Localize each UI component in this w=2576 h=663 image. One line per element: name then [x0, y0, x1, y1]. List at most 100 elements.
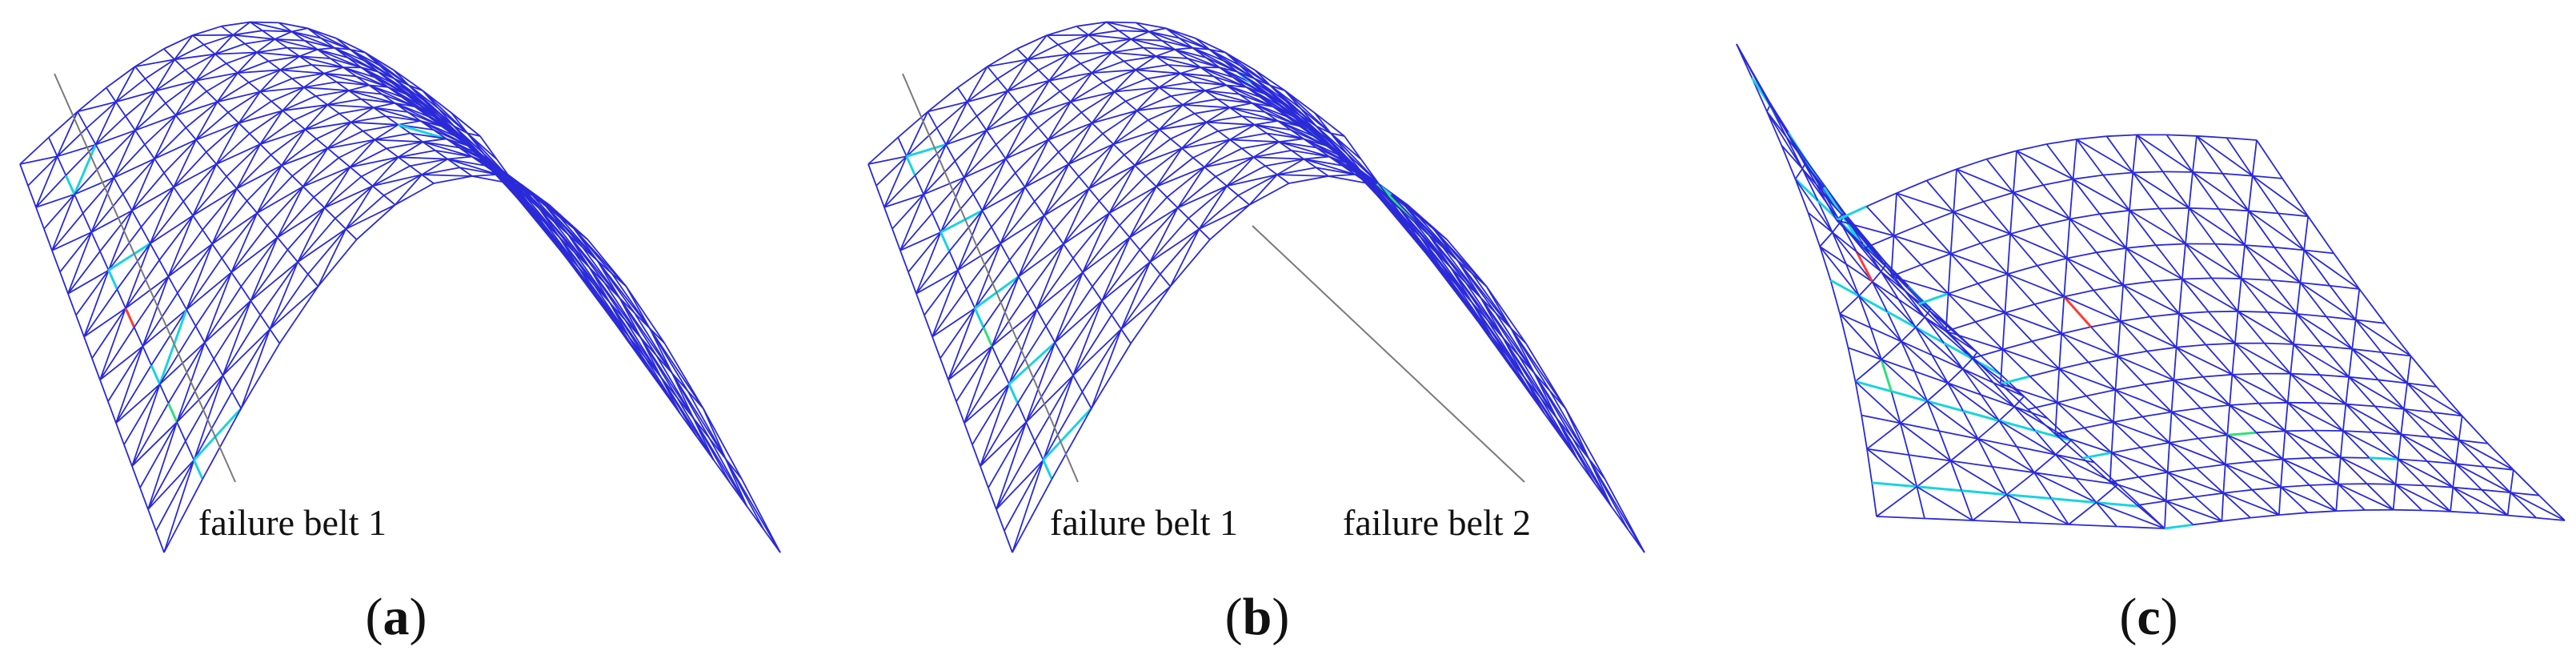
panel-c-right-member — [2217, 208, 2245, 246]
panel-b-member — [1139, 249, 1151, 263]
panel-a-member — [214, 42, 246, 55]
panel-b-member — [1124, 128, 1160, 156]
panel-c-right-member — [2487, 443, 2514, 471]
panel-a-member — [250, 21, 292, 33]
panel-a-member — [250, 300, 262, 315]
panel-a-member — [369, 84, 389, 88]
panel-b-member — [1134, 164, 1147, 177]
panel-a-member — [644, 356, 681, 415]
panel-c-right-member — [2185, 243, 2213, 279]
panel-a-member — [99, 251, 110, 271]
panel-a-member — [374, 124, 399, 141]
panel-a-member — [140, 227, 151, 244]
panel-a-member — [311, 64, 325, 74]
panel-a-barrel-vault-mesh — [19, 21, 781, 553]
panel-b-member — [1206, 121, 1255, 126]
panel-c-right-member — [2510, 492, 2537, 519]
panel-c-right-member — [2110, 422, 2114, 453]
panel-c-right-member — [2040, 218, 2070, 227]
panel-a-member — [315, 138, 328, 149]
panel-c-left-member — [1871, 482, 1877, 517]
panel-c-left-member — [1926, 400, 1979, 440]
panel-c-left-member — [1998, 406, 2015, 422]
panel-c-right-member — [2252, 175, 2309, 217]
panel-b-member — [1495, 312, 1536, 374]
panel-c-right-member — [1973, 348, 2003, 359]
panel-b-member — [1134, 147, 1183, 167]
panel-c-right-member — [2081, 457, 2111, 483]
panel-a-member — [240, 328, 271, 409]
panel-a-member — [131, 186, 174, 211]
panel-b-member — [1068, 123, 1093, 165]
panel-c-right-member — [2278, 212, 2305, 251]
panel-c-right-member — [2256, 430, 2286, 434]
panel-c-right-member — [2084, 421, 2114, 429]
panel-b-member — [1170, 138, 1183, 149]
panel-a-member — [433, 129, 469, 147]
panel-c-right-member — [2226, 434, 2284, 460]
panel-a-member — [142, 346, 152, 366]
panel-a-member — [150, 215, 194, 244]
panel-a-member — [236, 143, 261, 190]
panel-b-member — [1276, 158, 1304, 175]
panel-b-member — [1082, 212, 1111, 273]
panel-c-right-member — [2152, 280, 2180, 315]
panel-b-member — [1166, 196, 1179, 209]
panel-c-right-member — [2430, 436, 2459, 441]
panel-c-right-member — [2221, 173, 2249, 211]
panel-a-member — [149, 243, 160, 261]
panel-b-member — [906, 111, 929, 157]
panel-a-member — [269, 273, 309, 330]
panel-b-member — [1264, 165, 1278, 175]
panel-c-right-member — [2274, 247, 2302, 283]
panel-c-right-member — [2339, 431, 2344, 458]
panel-a-member — [587, 239, 627, 287]
panel-c-right-member — [2113, 421, 2141, 448]
panel-a-member — [529, 205, 548, 230]
panel-b-member — [1123, 60, 1136, 71]
panel-c-right-member — [2054, 402, 2058, 435]
panel-b-member — [1229, 124, 1255, 141]
panel-a-member — [314, 95, 328, 106]
panel-c-right-member — [2119, 320, 2148, 352]
panel-b-member — [1181, 130, 1219, 150]
panel-a-member — [447, 158, 499, 175]
panel-c-right-member — [2066, 258, 2094, 291]
panel-c-left-member — [1908, 454, 1918, 488]
panel-b-member — [1266, 132, 1280, 143]
panel-c-right-member — [2125, 247, 2183, 280]
panel-a-member — [131, 384, 161, 467]
panel-a-member — [655, 355, 695, 419]
panel-b-member — [1057, 34, 1089, 46]
panel-a-member — [447, 158, 461, 169]
panel-a-member — [269, 286, 319, 330]
panel-a-member — [323, 72, 357, 78]
panel-c-right-member — [2102, 175, 2130, 211]
panel-c-left-member — [1854, 380, 1901, 424]
panel-b-member — [1016, 34, 1048, 50]
panel-b-member — [1088, 143, 1115, 190]
panel-b-member — [939, 177, 965, 233]
panel-c-right-member — [2299, 282, 2357, 321]
panel-a-member — [74, 160, 106, 195]
panel-b-member — [1092, 69, 1136, 74]
panel-b-member — [1017, 79, 1050, 104]
panel-b-member — [1278, 141, 1292, 151]
panel-a-member — [65, 143, 97, 176]
panel-c-right-member — [2007, 273, 2036, 305]
panel-b-member — [883, 207, 893, 230]
panel-c-left-member — [1901, 340, 1933, 356]
panel-b-member — [1028, 101, 1072, 116]
panel-a-member — [327, 90, 350, 106]
panel-a-member — [259, 110, 283, 145]
panel-c-right-member — [2061, 326, 2092, 335]
panel-c-right-member — [2282, 178, 2309, 217]
panel-a-member — [43, 228, 53, 251]
panel-b-member — [1044, 175, 1080, 216]
panel-a-member — [386, 141, 423, 150]
panel-b-member — [955, 345, 993, 402]
panel-a-member — [559, 216, 598, 261]
panel-c-left-member — [1993, 382, 2025, 397]
panel-b-member — [1092, 286, 1103, 302]
panel-b-member — [867, 136, 899, 165]
